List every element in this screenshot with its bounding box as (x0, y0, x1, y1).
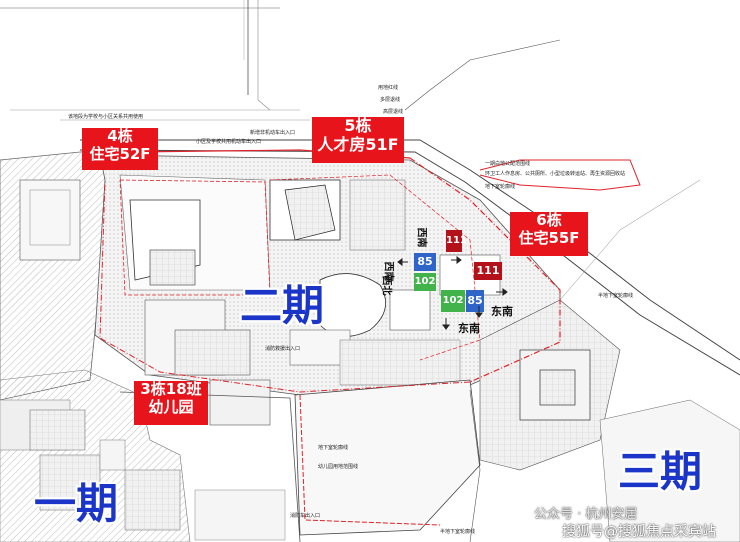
annotation-text: 小区及学校共用机动车出入口 (196, 139, 262, 145)
unit-85-marker-a: 85 (414, 253, 436, 271)
building-5-label: 5栋 人才房51F (312, 116, 404, 163)
orientation-arrows (397, 256, 508, 330)
building-4-type: 住宅52F (89, 144, 151, 163)
phase2-site (94, 154, 561, 426)
phase1-area (0, 149, 286, 542)
annotation-text: 消防救援出入口 (265, 346, 301, 352)
unit-111-marker-a: 111 (446, 230, 467, 252)
annotation-text: 高层退线 (383, 109, 404, 115)
building-6-label: 6栋 住宅55F (510, 211, 588, 256)
unit-111-marker-b: 111 (474, 262, 502, 280)
phase3-area (294, 299, 740, 542)
watermark-site: 搜狐号@搜狐焦点采宾站 (562, 524, 716, 540)
unit-102-marker-a: 102 (414, 273, 436, 291)
orientation-label: 西北 (380, 275, 392, 296)
building-5-number: 5栋 (344, 116, 372, 135)
orientation-label: 东南 (491, 305, 513, 318)
watermark-source: 公众号 · 杭州安居 (534, 507, 638, 522)
building-4-number: 4栋 (107, 127, 133, 145)
annotation-text: 多层退线 (380, 97, 401, 103)
building-5-type: 人才房51F (317, 134, 399, 154)
north-context (0, 0, 310, 121)
phase3-label: 三期 (618, 447, 703, 496)
building-4-label: 4栋 住宅52F (82, 127, 158, 170)
annotation-text: 环卫工人作息房、公共厕所、小型垃圾转运站、再生资源回收站 (485, 171, 626, 177)
annotation-text: 地下室轮廓线 (318, 445, 349, 451)
annotation-text: 一期白地公配范围线 (485, 161, 531, 167)
annotation-text: 该地段为学校与小区关系共用使用 (68, 114, 144, 120)
building-6-number: 6栋 (536, 211, 562, 229)
building-3-type: 幼儿园 (148, 397, 194, 416)
orientation-label: 东南 (458, 322, 480, 335)
building-3-number: 3栋18班 (140, 380, 202, 398)
annotation-text: 半地下室轮廓线 (598, 293, 634, 299)
annotation-text: 用地红线 (378, 85, 399, 91)
phase1-label: 一期 (34, 479, 119, 528)
annotation-text: 幼儿园用地范围线 (318, 464, 359, 470)
building-6-type: 住宅55F (518, 228, 580, 247)
phase2-label: 二期 (240, 281, 325, 330)
annotation-text: 半地下室轮廓线 (440, 529, 476, 535)
orientation-label: 西南 (415, 227, 427, 248)
annotation-text: 新增非机动车出入口 (250, 130, 296, 136)
building-3-label: 3栋18班 幼儿园 (134, 380, 208, 425)
unit-102-marker-b: 102 (441, 290, 465, 312)
annotation-text: 地下室轮廓线 (485, 184, 516, 190)
annotation-text: 消防车出入口 (290, 513, 321, 519)
